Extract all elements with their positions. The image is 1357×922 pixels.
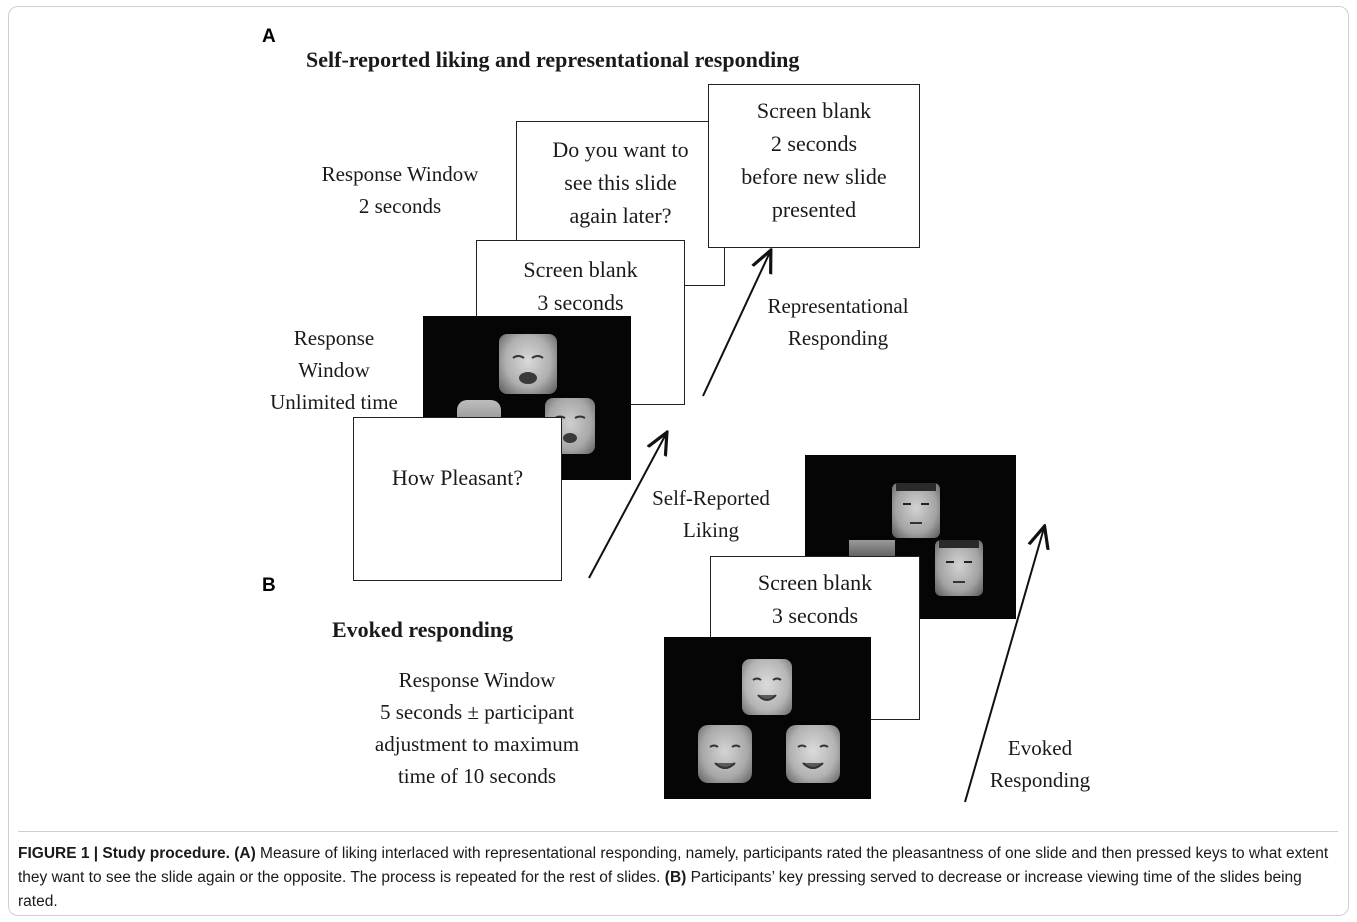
blank-line: Screen blank xyxy=(757,570,873,595)
label-line: Representational xyxy=(767,294,909,318)
figure-caption: FIGURE 1 | Study procedure. (A) Measure … xyxy=(18,842,1338,914)
blank-screen-2s-card: Screen blank 2 seconds before new slide … xyxy=(708,84,920,248)
caption-a-text: Measure of liking interlaced with repres… xyxy=(18,845,1329,886)
label-line: Liking xyxy=(683,518,739,542)
panel-b-title: Evoked responding xyxy=(332,617,514,642)
crying-baby-face-photo xyxy=(499,334,557,394)
figure-label: FIGURE 1 | Study procedure. xyxy=(18,845,230,862)
label-line: Unlimited time xyxy=(270,390,398,414)
label-line: adjustment to maximum xyxy=(374,732,580,756)
caption-b-label: (B) xyxy=(664,869,687,886)
smiling-baby-face-photo xyxy=(742,659,792,715)
question-line: Do you want to xyxy=(552,137,689,162)
label-line: Response Window xyxy=(321,162,479,186)
evoked-responding-arrow xyxy=(964,528,1044,803)
smiling-baby-face-photo xyxy=(786,725,840,783)
blank-line: Screen blank xyxy=(523,257,638,282)
figure-frame xyxy=(8,6,1349,916)
panel-b-letter: B xyxy=(262,575,276,596)
blank-line: 3 seconds xyxy=(537,290,624,315)
response-window-5s-label: Response Window 5 seconds ± participant … xyxy=(345,664,609,792)
response-window-unlimited-label: Response Window Unlimited time xyxy=(250,322,418,418)
question-line: see this slide xyxy=(564,170,677,195)
panel-a-letter: A xyxy=(262,26,276,47)
caption-b-text: Participants’ key pressing served to dec… xyxy=(18,869,1302,910)
smiling-baby-slide xyxy=(664,637,871,799)
adult-male-face-photo xyxy=(892,483,940,538)
self-reported-liking-arrow xyxy=(588,434,666,579)
caption-divider xyxy=(18,831,1338,832)
label-line: Responding xyxy=(989,768,1091,792)
self-reported-liking-label: Self-Reported Liking xyxy=(640,482,782,546)
how-pleasant-card: How Pleasant? xyxy=(353,417,562,581)
label-line: time of 10 seconds xyxy=(397,764,557,788)
label-line: Response xyxy=(293,326,375,350)
blank-line: 3 seconds xyxy=(771,603,859,628)
label-line: 2 seconds xyxy=(358,194,442,218)
smiling-baby-face-photo xyxy=(698,725,752,783)
adult-male-face-photo xyxy=(935,540,983,596)
label-line: Responding xyxy=(787,326,889,350)
representational-responding-label: Representational Responding xyxy=(752,290,924,354)
caption-a-label: (A) xyxy=(234,845,256,862)
blank-line: Screen blank xyxy=(756,98,872,123)
question-line: again later? xyxy=(569,203,672,228)
label-line: Response Window xyxy=(398,668,556,692)
response-window-2s-label: Response Window 2 seconds xyxy=(300,158,500,222)
blank-line: before new slide xyxy=(741,164,887,189)
pleasant-text: How Pleasant? xyxy=(391,465,524,490)
label-line: 5 seconds ± participant xyxy=(379,700,575,724)
label-line: Self-Reported xyxy=(652,486,770,510)
blank-line: 2 seconds xyxy=(770,131,858,156)
label-line: Evoked xyxy=(1007,736,1073,760)
panel-a-title: Self-reported liking and representationa… xyxy=(306,47,800,72)
adult-male-face-photo xyxy=(849,540,895,558)
blank-line: presented xyxy=(771,197,857,222)
label-line: Window xyxy=(298,358,370,382)
evoked-responding-label: Evoked Responding xyxy=(970,732,1110,796)
representational-arrow xyxy=(702,252,770,397)
